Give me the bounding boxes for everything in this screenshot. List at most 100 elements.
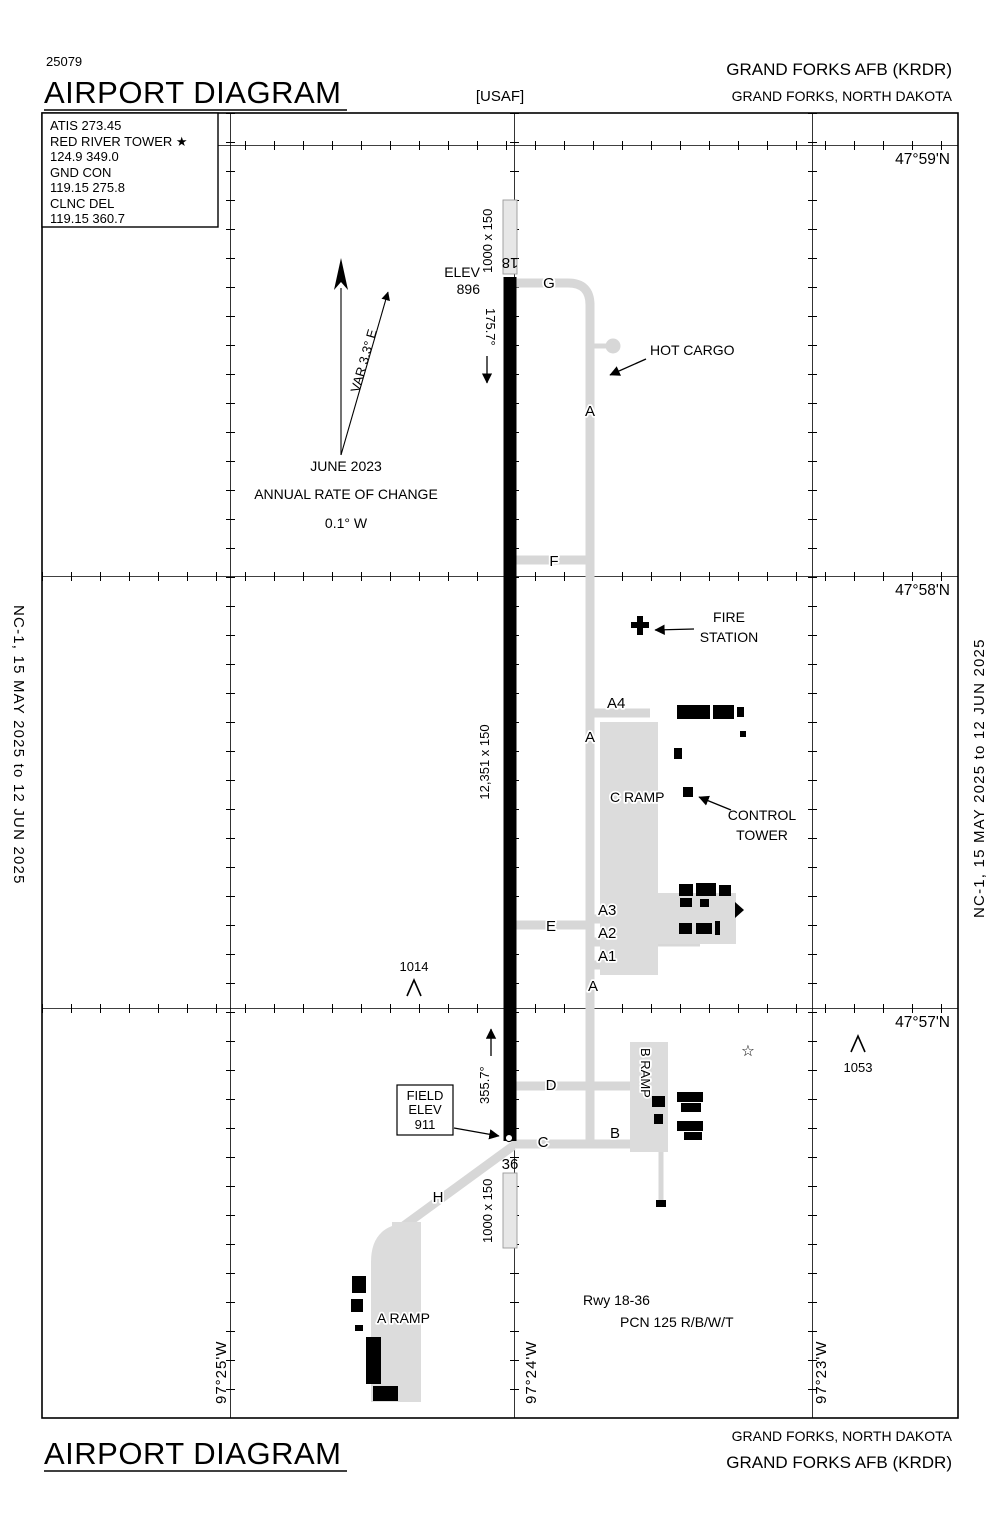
buildings <box>351 616 746 1401</box>
airport-name: GRAND FORKS AFB (KRDR) <box>726 60 952 79</box>
c-ramp-area <box>600 722 658 975</box>
building <box>352 1276 366 1293</box>
building <box>366 1337 381 1384</box>
comm-line: 124.9 349.0 <box>50 149 119 164</box>
taxiway-a2-label: A2 <box>598 925 616 942</box>
magnetic-north-arrow <box>340 291 390 456</box>
building <box>355 1325 363 1331</box>
comm-line: 119.15 360.7 <box>50 211 125 226</box>
runway-info-line1: Rwy 18-36 <box>583 1292 650 1308</box>
taxiway-labels: G A F A4 A E A3 A2 A1 A D C B H <box>431 273 627 1208</box>
chart-border <box>41 112 959 1419</box>
hot-cargo-pad <box>605 338 621 354</box>
field-elev-box: FIELD ELEV 911 <box>396 1084 500 1140</box>
obstacle-1014-value: 1014 <box>400 959 429 974</box>
field-elev-arrow <box>453 1127 500 1140</box>
taxiway-a3-label: A3 <box>598 902 616 919</box>
fire-station-label-line2: STATION <box>700 629 759 645</box>
margin-notes: NC-1, 15 MAY 2025 to 12 JUN 2025 NC-1, 1… <box>10 605 988 918</box>
annual-rate-label: ANNUAL RATE OF CHANGE <box>254 486 438 502</box>
elev-north-label: ELEV <box>444 264 480 280</box>
building <box>735 902 744 918</box>
taxiway-b-label: B <box>610 1125 620 1142</box>
runway-heading-north: 355.7° <box>477 1066 492 1104</box>
comm-line: GND CON <box>50 165 111 180</box>
hot-cargo-arrow <box>609 358 647 376</box>
obstacle-1014-icon <box>406 978 422 997</box>
latitude-label: 47°57'N <box>895 1014 950 1031</box>
runway-labels: 1000 x 150 18 12,351 x 150 36 1000 x 150… <box>444 209 734 1330</box>
taxiway-g-label: G <box>543 275 555 292</box>
control-tower-building <box>683 787 693 797</box>
runway-36-number: 36 <box>502 1156 519 1173</box>
building <box>700 899 709 907</box>
overrun-south <box>502 1172 518 1249</box>
header: 25079 AIRPORT DIAGRAM [USAF] GRAND FORKS… <box>44 54 953 111</box>
taxiway-g-segment <box>510 278 595 306</box>
taxiway-f-label: F <box>549 553 558 570</box>
runway-heading-south: 175.7° <box>483 308 498 346</box>
runway-18-number: 18 <box>502 254 519 271</box>
comm-frequency-box: ATIS 273.45 RED RIVER TOWER ★ 124.9 349.… <box>41 112 219 228</box>
variation-date: JUNE 2023 <box>310 458 382 474</box>
obstacle-1053-value: 1053 <box>844 1060 873 1075</box>
taxiway-a-label: A <box>585 403 595 420</box>
taxiway-c-label: C <box>538 1134 549 1151</box>
b-ramp-label: B RAMP <box>638 1048 653 1098</box>
building <box>654 1114 663 1124</box>
overrun-north-dimensions: 1000 x 150 <box>480 209 495 273</box>
building <box>351 1299 363 1312</box>
ramps <box>371 722 736 1402</box>
star-icon: ☆ <box>741 1043 755 1060</box>
c-ramp-label: C RAMP <box>610 789 664 805</box>
taxiway-h-segment <box>395 1142 516 1234</box>
hot-cargo-label: HOT CARGO <box>650 342 735 358</box>
comm-line: 119.15 275.8 <box>50 180 125 195</box>
page-title: AIRPORT DIAGRAM <box>44 75 341 110</box>
comm-line: CLNC DEL <box>50 196 114 211</box>
taxiway-a4-label: A4 <box>607 695 625 712</box>
compass-rose: VAR 3.3° E JUNE 2023 ANNUAL RATE OF CHAN… <box>254 258 438 531</box>
building <box>684 1132 702 1140</box>
building <box>652 1096 665 1107</box>
control-tower-arrow <box>698 795 732 811</box>
building <box>373 1386 398 1401</box>
cycle-note-right: NC-1, 15 MAY 2025 to 12 JUN 2025 <box>971 638 988 918</box>
overrun-north <box>502 199 518 275</box>
building <box>696 883 716 896</box>
fire-station-building <box>631 616 649 635</box>
variation-label: VAR 3.3° E <box>348 327 380 394</box>
taxiway-e-label: E <box>546 918 556 935</box>
annual-rate-value: 0.1° W <box>325 515 368 531</box>
footer: AIRPORT DIAGRAM GRAND FORKS, NORTH DAKOT… <box>44 1428 953 1472</box>
graticule <box>42 113 958 1418</box>
building <box>679 923 692 934</box>
field-elev-point <box>504 1133 514 1143</box>
latitude-label: 47°58'N <box>895 582 950 599</box>
field-elev-line1: FIELD <box>407 1088 444 1103</box>
overrun-south-dimensions: 1000 x 150 <box>480 1179 495 1243</box>
longitude-label: 97°25'W <box>213 1341 230 1404</box>
taxiway-a1-label: A1 <box>598 948 616 965</box>
building <box>696 923 712 934</box>
fire-station-arrow <box>654 624 695 635</box>
graticule-labels: 47°59'N 47°58'N 47°57'N 97°25'W 97°24'W … <box>213 151 950 1404</box>
footer-airport-name: GRAND FORKS AFB (KRDR) <box>726 1453 952 1472</box>
building <box>719 885 731 896</box>
building <box>674 748 682 759</box>
feature-labels: HOT CARGO FIRE STATION C RAMP CONTROL TO… <box>375 342 873 1328</box>
comm-box-frame <box>41 112 219 228</box>
latitude-label: 47°59'N <box>895 151 950 168</box>
true-north-arrowhead <box>334 258 348 290</box>
taxiway-a-label: A <box>585 729 595 746</box>
cycle-note-left: NC-1, 15 MAY 2025 to 12 JUN 2025 <box>10 605 27 885</box>
east-apron-area <box>656 893 736 944</box>
building <box>715 921 720 935</box>
building <box>679 884 693 896</box>
airport-city: GRAND FORKS, NORTH DAKOTA <box>732 88 953 104</box>
building <box>677 1092 703 1102</box>
building <box>681 1103 701 1112</box>
runway-dimensions: 12,351 x 150 <box>477 724 492 799</box>
field-elev-line3: 911 <box>415 1117 436 1132</box>
